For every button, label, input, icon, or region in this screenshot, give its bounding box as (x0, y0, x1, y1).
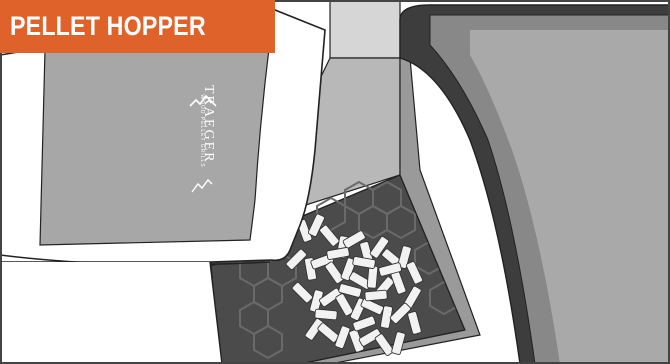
brand-tagline: WOOD PELLET GRILLS (199, 91, 205, 171)
title-banner: PELLET HOPPER (0, 0, 275, 53)
bag-label (40, 40, 270, 245)
page-title: PELLET HOPPER (10, 13, 206, 40)
